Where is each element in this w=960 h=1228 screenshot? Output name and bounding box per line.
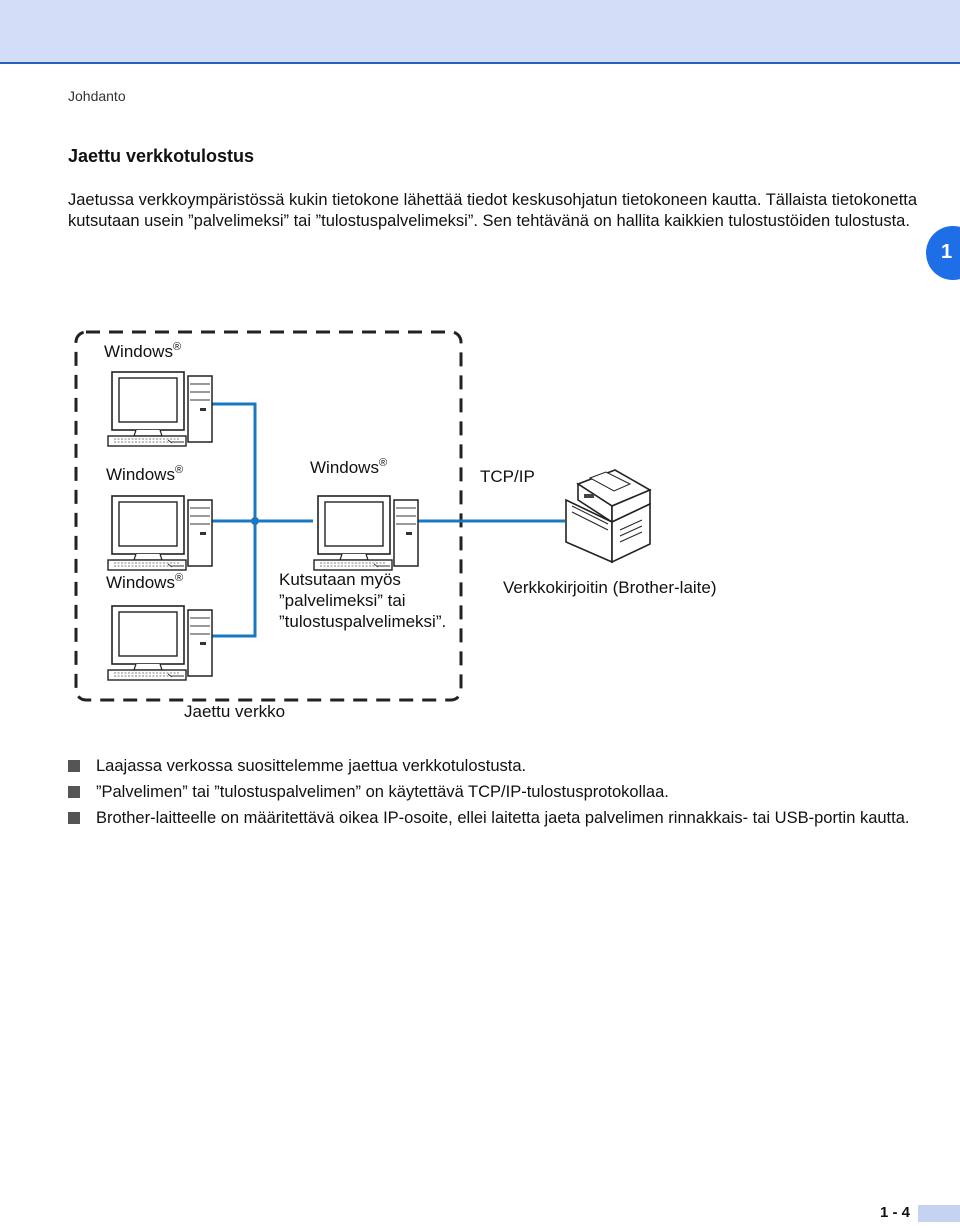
bullet-text: Brother-laitteelle on määritettävä oikea… bbox=[96, 809, 910, 827]
computer-icon-client-3 bbox=[107, 605, 213, 681]
bullet-text: ”Palvelimen” tai ”tulostuspalvelimen” on… bbox=[96, 783, 669, 801]
printer-icon bbox=[565, 469, 652, 564]
header-band bbox=[0, 0, 960, 64]
client-2-label: Windows® bbox=[106, 464, 183, 484]
printer-label: Verkkokirjoitin (Brother-laite) bbox=[503, 578, 717, 597]
chapter-number: 1 bbox=[941, 241, 953, 263]
computer-icon-server bbox=[313, 495, 419, 571]
bullet-square-icon bbox=[68, 786, 80, 798]
bullet-text: Laajassa verkossa suosittelemme jaettua … bbox=[96, 757, 527, 775]
list-item: Brother-laitteelle on määritettävä oikea… bbox=[68, 808, 918, 829]
breadcrumb: Johdanto bbox=[68, 88, 126, 104]
network-label: Jaettu verkko bbox=[184, 702, 285, 721]
footer-bar bbox=[918, 1205, 960, 1222]
network-diagram: Windows® Windows® Windows® Windows® Kuts… bbox=[74, 330, 717, 721]
intro-paragraph: Jaetussa verkkoympäristössä kukin tietok… bbox=[68, 191, 918, 230]
server-note-line-3: ”tulostuspalvelimeksi”. bbox=[279, 612, 446, 631]
page-number: 1 - 4 bbox=[880, 1204, 911, 1221]
list-item: Laajassa verkossa suosittelemme jaettua … bbox=[68, 756, 918, 777]
computer-icon-client-1 bbox=[107, 371, 213, 447]
shared-network-boundary bbox=[74, 330, 463, 702]
server-label: Windows® bbox=[310, 457, 387, 477]
protocol-label: TCP/IP bbox=[480, 467, 535, 486]
bullet-square-icon bbox=[68, 812, 80, 824]
bullet-square-icon bbox=[68, 760, 80, 772]
server-note-line-1: Kutsutaan myös bbox=[279, 570, 401, 589]
client-1-label: Windows® bbox=[104, 341, 181, 361]
network-junction bbox=[251, 517, 259, 525]
section-title: Jaettu verkkotulostus bbox=[68, 146, 255, 166]
client-3-label: Windows® bbox=[106, 572, 183, 592]
bullet-list: Laajassa verkossa suosittelemme jaettua … bbox=[68, 756, 918, 834]
list-item: ”Palvelimen” tai ”tulostuspalvelimen” on… bbox=[68, 782, 918, 803]
computer-icon-client-2 bbox=[107, 495, 213, 571]
server-note-line-2: ”palvelimeksi” tai bbox=[279, 591, 406, 610]
